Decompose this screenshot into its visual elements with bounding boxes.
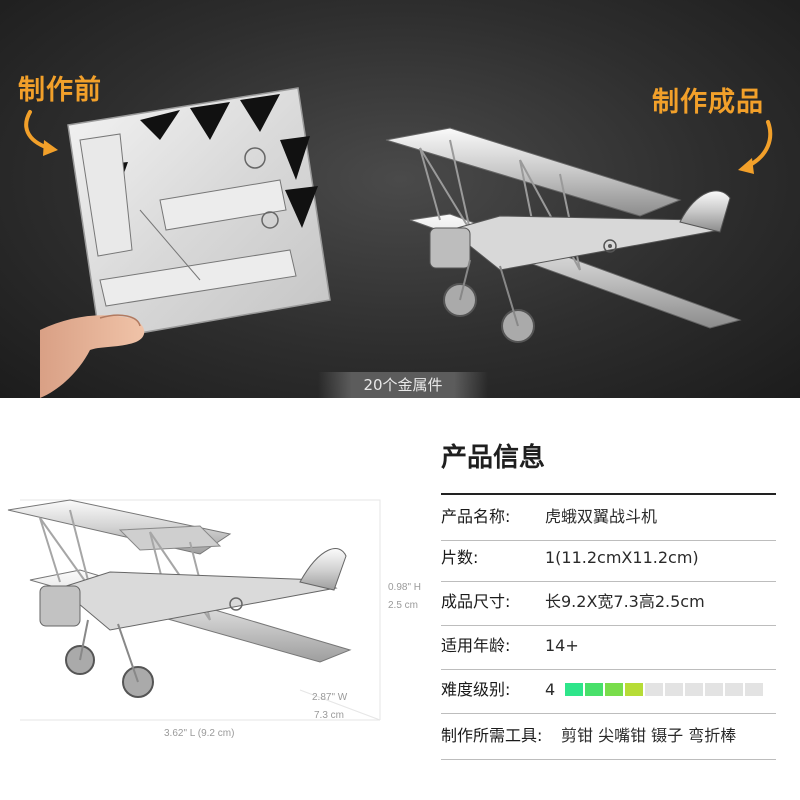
curved-arrow-icon	[738, 120, 773, 174]
info-row-age: 适用年龄: 14+	[441, 624, 776, 670]
row-key: 难度级别:	[441, 680, 511, 699]
title-divider	[441, 493, 776, 495]
difficulty-segment-empty	[685, 683, 703, 696]
info-row-name: 产品名称: 虎蛾双翼战斗机	[441, 495, 776, 541]
row-divider	[441, 540, 776, 541]
row-value: 剪钳 尖嘴钳 镊子 弯折棒	[561, 726, 737, 745]
finished-model-image	[385, 127, 742, 343]
difficulty-segment-filled	[565, 683, 583, 696]
row-divider	[441, 669, 776, 670]
row-key: 产品名称:	[441, 507, 511, 526]
row-value: 长9.2X宽7.3高2.5cm	[545, 592, 705, 611]
row-divider	[441, 713, 776, 714]
info-row-size: 成品尺寸: 长9.2X宽7.3高2.5cm	[441, 580, 776, 626]
info-title: 产品信息	[441, 443, 546, 473]
row-key: 制作所需工具:	[441, 726, 543, 745]
top-banner: 制作前 制作成品	[0, 0, 800, 398]
height-cm-label: 2.5 cm	[388, 600, 419, 611]
difficulty-segment-filled	[625, 683, 643, 696]
dimension-diagram-image	[7, 499, 381, 721]
difficulty-segment-empty	[645, 683, 663, 696]
row-key: 成品尺寸:	[441, 592, 511, 611]
width-cm-label: 7.3 cm	[314, 710, 345, 721]
row-key: 片数:	[441, 548, 479, 567]
before-label: 制作前	[18, 75, 102, 106]
difficulty-segment-empty	[665, 683, 683, 696]
difficulty-segment-filled	[605, 683, 623, 696]
info-row-tools: 制作所需工具: 剪钳 尖嘴钳 镊子 弯折棒	[441, 714, 776, 760]
difficulty-segment-empty	[725, 683, 743, 696]
row-value: 14+	[545, 636, 579, 655]
length-label: 3.62" L (9.2 cm)	[164, 728, 235, 739]
row-value: 1(11.2cmX11.2cm)	[545, 548, 699, 567]
difficulty-segment-filled	[585, 683, 603, 696]
row-key: 适用年龄:	[441, 636, 511, 655]
difficulty-value: 4	[545, 680, 556, 699]
row-value: 虎蛾双翼战斗机	[545, 507, 658, 526]
metal-sheet-image	[40, 87, 331, 398]
info-row-difficulty: 难度级别: 4	[441, 668, 776, 714]
row-divider	[441, 625, 776, 626]
after-label: 制作成品	[652, 87, 764, 118]
row-divider	[441, 759, 776, 760]
difficulty-segment-empty	[705, 683, 723, 696]
parts-count-bar: 20个金属件	[318, 372, 488, 398]
info-row-pieces: 片数: 1(11.2cmX11.2cm)	[441, 536, 776, 582]
curved-arrow-icon	[24, 110, 58, 156]
difficulty-segment-empty	[745, 683, 763, 696]
width-in-label: 2.87" W	[312, 692, 348, 703]
height-in-label: 0.98" H	[388, 582, 422, 593]
difficulty-meter	[565, 683, 763, 696]
row-divider	[441, 581, 776, 582]
